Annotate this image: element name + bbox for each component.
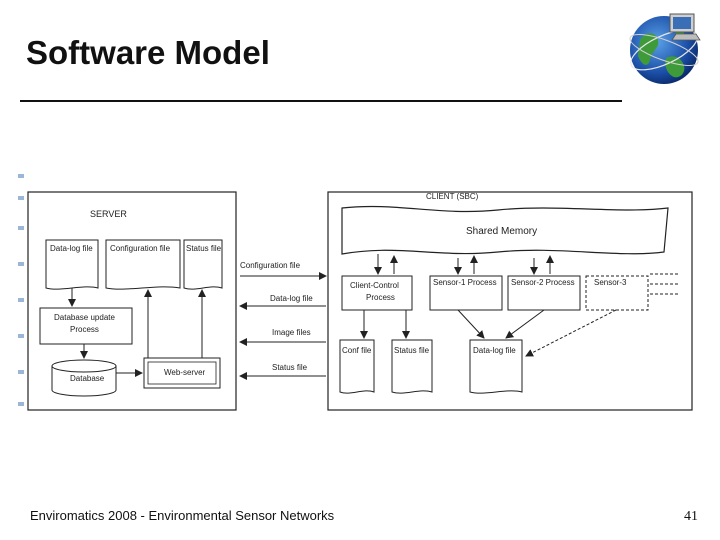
shared-memory-banner — [341, 205, 669, 255]
slide-title: Software Model — [26, 34, 270, 71]
web-server-label: Web-server — [164, 368, 206, 377]
server-status-label: Status file — [186, 244, 222, 253]
database-cylinder: Database — [51, 359, 117, 397]
client-conf-file: Conf file — [339, 339, 375, 394]
link-datalog-label: Data-log file — [270, 294, 313, 303]
globe-computer-icon — [629, 13, 701, 84]
server-configuration-label: Configuration file — [110, 244, 171, 253]
client-status-label: Status file — [394, 346, 430, 355]
shared-memory-label: Shared Memory — [466, 226, 537, 237]
db-update-label-2: Process — [70, 325, 99, 334]
client-datalog-label: Data-log file — [473, 346, 516, 355]
server-configuration-file: Configuration file — [105, 239, 181, 290]
server-label: SERVER — [90, 209, 127, 219]
page-number: 41 — [684, 509, 698, 524]
client-control-process — [341, 275, 413, 311]
title-underline — [20, 100, 622, 102]
link-configuration-label: Configuration file — [240, 261, 301, 270]
db-update-label-1: Database update — [54, 313, 115, 322]
client-control-label-1: Client-Control — [350, 281, 399, 290]
sensor3-label: Sensor-3 — [594, 278, 627, 287]
sensor3-process — [585, 275, 649, 311]
client-datalog-file: Data-log file — [469, 339, 523, 394]
sensor1-process — [429, 275, 503, 311]
sensor2-label: Sensor-2 Process — [511, 278, 575, 287]
link-image-label: Image files — [272, 328, 311, 337]
server-datalog-file: Data-log file — [45, 239, 99, 290]
scan-edge-marks — [18, 174, 24, 406]
link-status-label: Status file — [272, 363, 308, 372]
sensor1-label: Sensor-1 Process — [433, 278, 497, 287]
server-datalog-label: Data-log file — [50, 244, 93, 253]
database-label: Database — [70, 374, 105, 383]
server-status-file: Status file — [183, 239, 223, 290]
client-arrows — [360, 254, 617, 357]
slide-footer: Enviromatics 2008 - Environmental Sensor… — [30, 508, 335, 523]
client-label: CLIENT (SBC) — [426, 192, 479, 201]
server-arrows — [68, 288, 206, 377]
web-server — [143, 357, 221, 389]
client-status-file: Status file — [391, 339, 433, 394]
client-control-label-2: Process — [366, 293, 395, 302]
db-update-process — [39, 307, 133, 345]
client-conf-label: Conf file — [342, 346, 372, 355]
software-model-diagram: SERVER Data-log file Configuration file … — [18, 174, 693, 411]
